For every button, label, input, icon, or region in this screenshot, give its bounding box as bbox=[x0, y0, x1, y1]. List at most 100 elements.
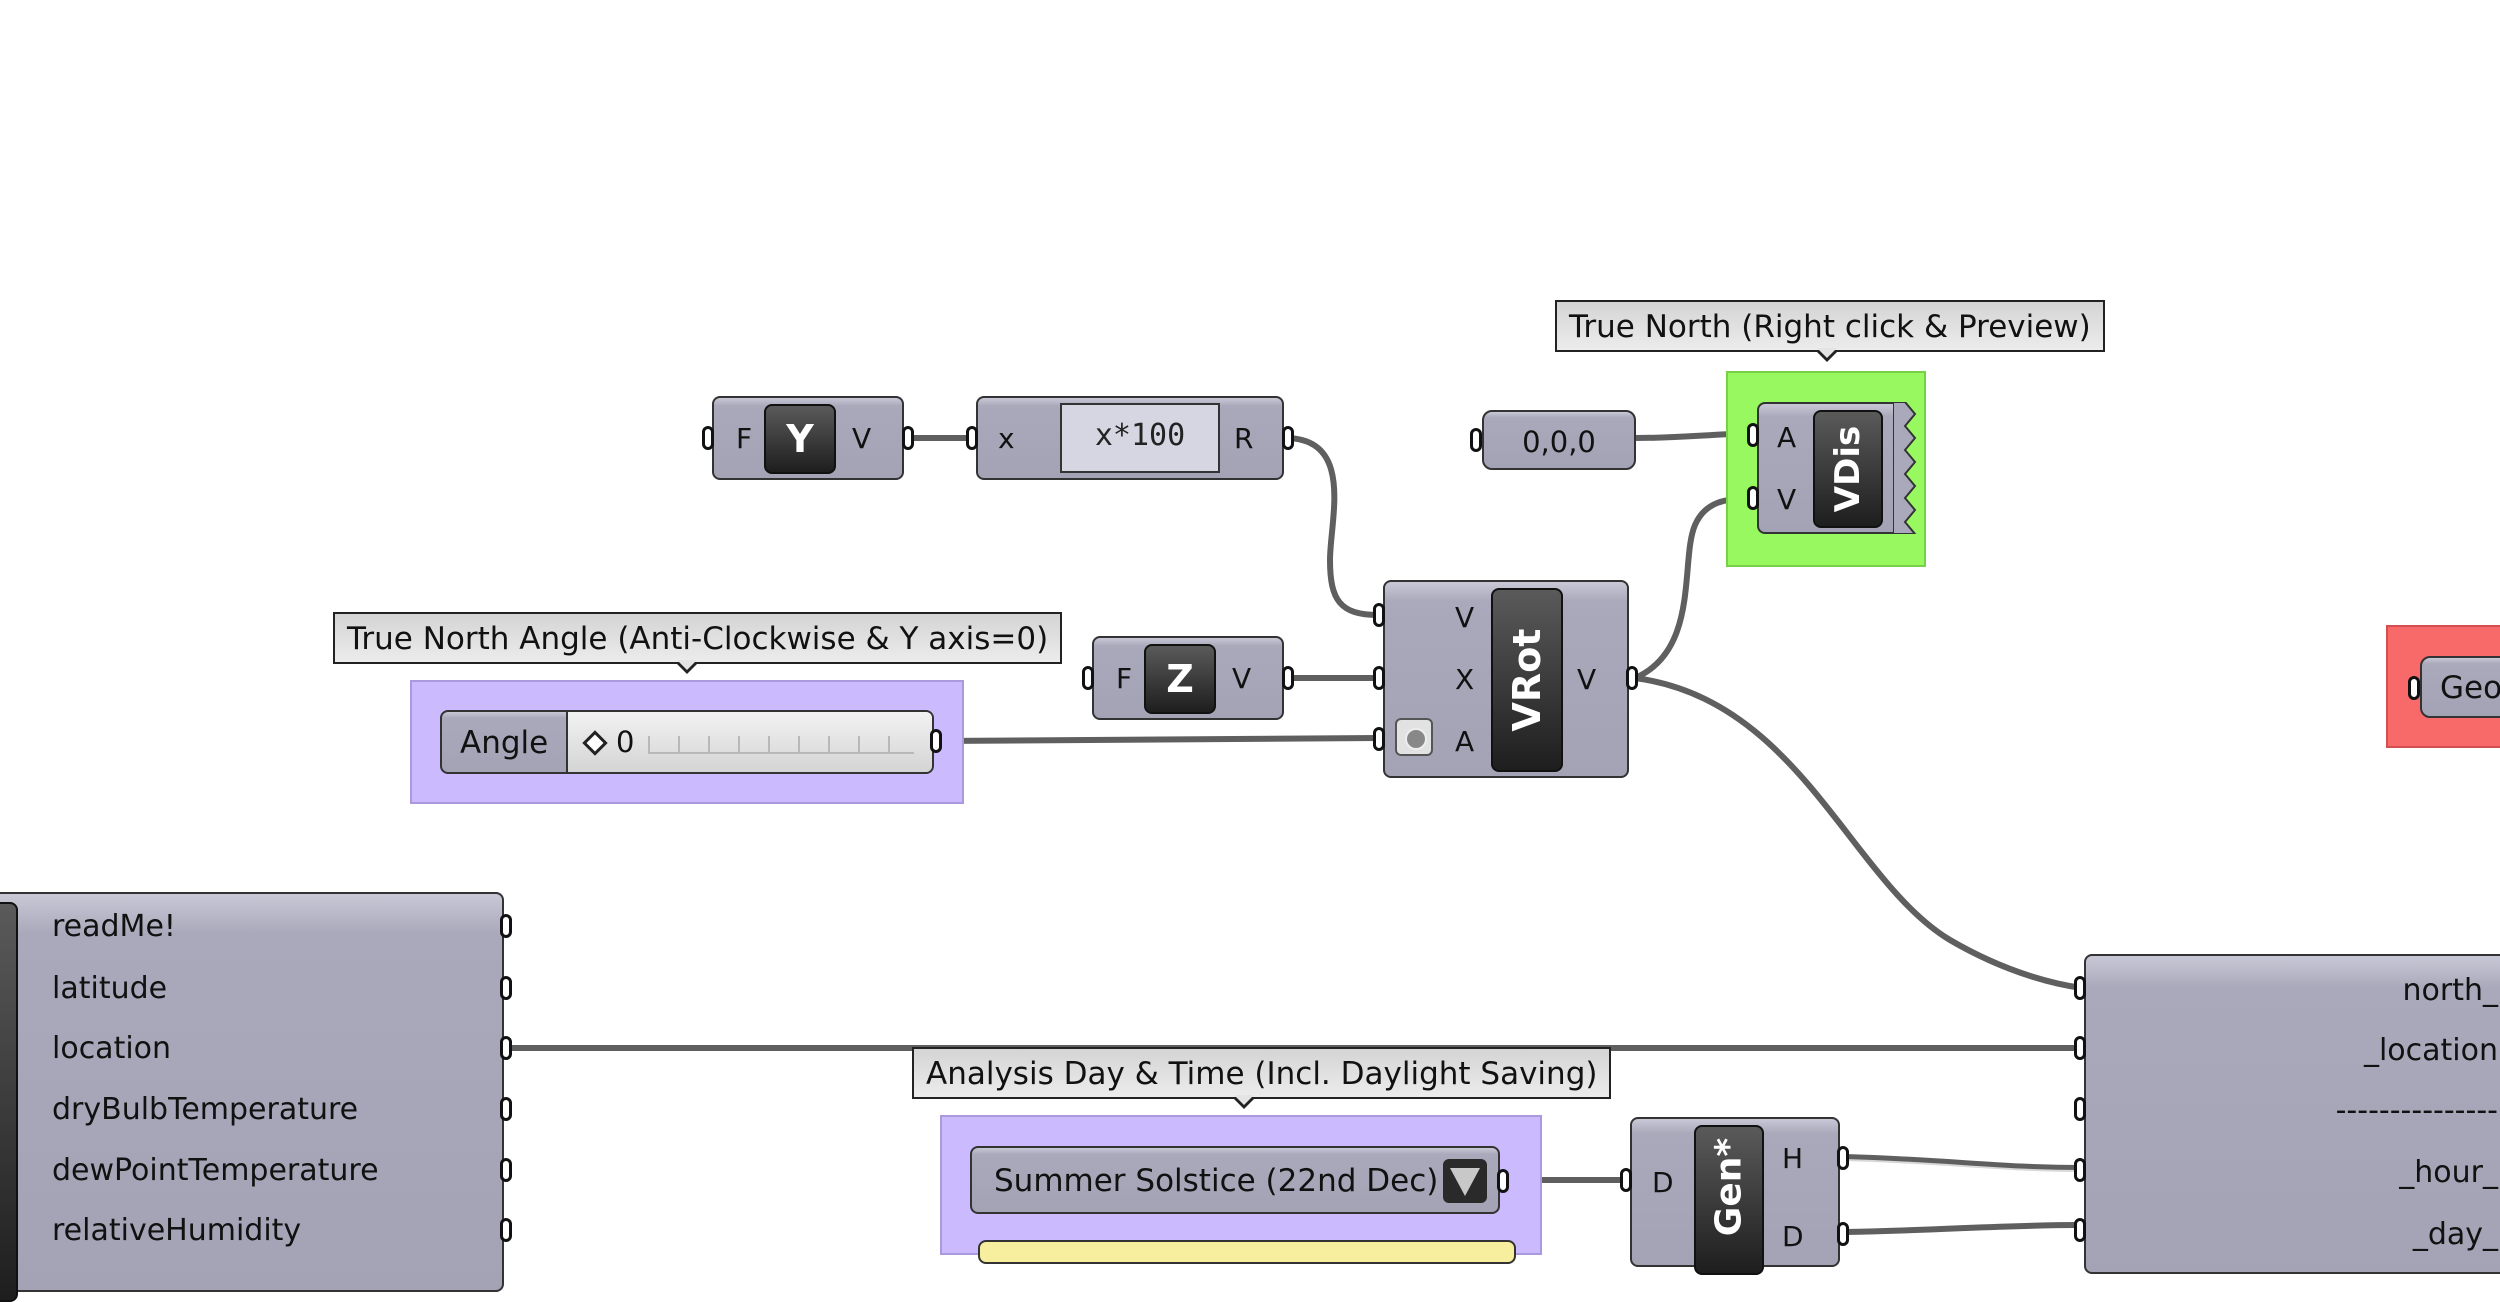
tooltip-text: True North Angle (Anti-Clockwise & Y axi… bbox=[347, 621, 1049, 657]
vector-display-component[interactable]: A V VDis bbox=[1757, 402, 1897, 534]
import-epw-component[interactable]: readMe! latitude location dryBulbTempera… bbox=[0, 892, 504, 1302]
geometry-input-port[interactable] bbox=[2408, 676, 2420, 700]
unit-y-icon: Y bbox=[764, 404, 836, 474]
date-gen-name-block: Gen* bbox=[1694, 1125, 1764, 1275]
dropdown-value: Summer Solstice (22nd Dec) bbox=[994, 1163, 1439, 1199]
input-day: _day_ bbox=[2412, 1217, 2498, 1252]
vrot-name-block: VRot bbox=[1491, 588, 1563, 772]
slider-value: 0 bbox=[616, 725, 635, 759]
unit-y-input-port[interactable] bbox=[702, 426, 714, 450]
tooltip-true-north-preview: True North (Right click & Preview) bbox=[1555, 300, 2105, 362]
output-label: V bbox=[1232, 662, 1252, 695]
input-v-label: V bbox=[1777, 483, 1797, 516]
angle-slider-output-port[interactable] bbox=[930, 729, 942, 753]
date-gen-output-h-port[interactable] bbox=[1837, 1146, 1849, 1170]
input-label: F bbox=[1116, 662, 1133, 695]
input-a-label: A bbox=[1455, 725, 1475, 758]
output-dew-point: dewPointTemperature bbox=[52, 1153, 379, 1188]
wire-vrot-to-north bbox=[1632, 675, 2085, 991]
output-label: V bbox=[1577, 663, 1597, 696]
unit-z-input-port[interactable] bbox=[1082, 666, 1094, 690]
input-separator: --------------- bbox=[2335, 1093, 2498, 1128]
vdis-input-a-port[interactable] bbox=[1747, 423, 1759, 447]
vrot-input-a-port[interactable] bbox=[1373, 727, 1385, 751]
wire-hour-a bbox=[1842, 1154, 2085, 1171]
epw-port-relative-humidity[interactable] bbox=[500, 1218, 512, 1242]
unit-z-component[interactable]: F Z V bbox=[1092, 636, 1284, 720]
wire-vrot-to-vdis-v bbox=[1632, 495, 1758, 681]
angle-slider[interactable]: Angle 0 bbox=[440, 710, 934, 774]
tooltip-true-north-angle: True North Angle (Anti-Clockwise & Y axi… bbox=[333, 612, 1063, 674]
output-label: R bbox=[1234, 422, 1254, 455]
wire-angle-to-vrot-a bbox=[934, 735, 1381, 744]
output-relative-humidity: relativeHumidity bbox=[52, 1213, 302, 1248]
unit-y-output-port[interactable] bbox=[902, 426, 914, 450]
output-location: location bbox=[52, 1031, 172, 1066]
vdis-zigzag-edge bbox=[1893, 402, 1917, 534]
angle-param-icon bbox=[1395, 718, 1433, 756]
geometry-param[interactable]: Geon bbox=[2420, 656, 2500, 718]
input-label: x bbox=[998, 422, 1015, 455]
tooltip-text: True North (Right click & Preview) bbox=[1569, 309, 2091, 345]
expression-output-port[interactable] bbox=[1282, 426, 1294, 450]
tooltip-analysis-day: Analysis Day & Time (Incl. Daylight Savi… bbox=[912, 1047, 1612, 1109]
sunpath-component[interactable]: north_ _location --------------- _hour_ … bbox=[2084, 954, 2500, 1274]
input-hour: _hour_ bbox=[2399, 1155, 2498, 1190]
point-param[interactable]: 0,0,0 bbox=[1482, 410, 1636, 470]
slider-label-box: Angle bbox=[442, 712, 568, 772]
input-location: _location bbox=[2363, 1033, 2498, 1068]
day-dropdown-output-port[interactable] bbox=[1497, 1169, 1509, 1193]
point-value: 0,0,0 bbox=[1522, 425, 1596, 459]
output-label: V bbox=[852, 422, 872, 455]
expression-component[interactable]: x x*100 R bbox=[976, 396, 1284, 480]
vdis-name-block: VDis bbox=[1813, 410, 1883, 528]
output-h-label: H bbox=[1782, 1142, 1804, 1175]
tooltip-text: Analysis Day & Time (Incl. Daylight Savi… bbox=[926, 1056, 1598, 1092]
geometry-label: Geon bbox=[2440, 670, 2500, 706]
input-a-label: A bbox=[1777, 421, 1797, 454]
sunpath-port-separator[interactable] bbox=[2074, 1097, 2086, 1121]
second-dropdown-partial[interactable] bbox=[978, 1240, 1516, 1264]
output-d-label: D bbox=[1782, 1220, 1804, 1253]
input-north: north_ bbox=[2402, 973, 2498, 1008]
wire-expression-to-vrot-v bbox=[1282, 435, 1381, 618]
input-x-label: X bbox=[1455, 663, 1475, 696]
input-label: F bbox=[736, 422, 753, 455]
vdis-input-v-port[interactable] bbox=[1747, 486, 1759, 510]
chevron-down-icon[interactable] bbox=[1442, 1158, 1488, 1204]
input-v-label: V bbox=[1455, 601, 1475, 634]
epw-port-dry-bulb[interactable] bbox=[500, 1097, 512, 1121]
sunpath-port-hour[interactable] bbox=[2074, 1158, 2086, 1182]
slider-track[interactable]: 0 bbox=[568, 712, 932, 772]
date-gen-component[interactable]: D Gen* H D bbox=[1630, 1117, 1840, 1275]
sunpath-port-location[interactable] bbox=[2074, 1036, 2086, 1060]
vector-rotate-component[interactable]: V X A VRot V bbox=[1383, 580, 1629, 778]
output-latitude: latitude bbox=[52, 971, 168, 1006]
date-gen-output-d-port[interactable] bbox=[1837, 1222, 1849, 1246]
vrot-output-port[interactable] bbox=[1626, 666, 1638, 690]
unit-y-component[interactable]: F Y V bbox=[712, 396, 904, 480]
wire-layer bbox=[505, 430, 2085, 1235]
date-gen-input-port[interactable] bbox=[1620, 1168, 1632, 1192]
output-dry-bulb: dryBulbTemperature bbox=[52, 1092, 359, 1127]
vrot-input-v-port[interactable] bbox=[1373, 603, 1385, 627]
epw-port-readme[interactable] bbox=[500, 914, 512, 938]
slider-grip-icon[interactable] bbox=[582, 730, 608, 756]
expression-input-port[interactable] bbox=[966, 426, 978, 450]
input-d-label: D bbox=[1652, 1166, 1674, 1199]
point-input-port[interactable] bbox=[1470, 428, 1482, 452]
sunpath-port-north[interactable] bbox=[2074, 976, 2086, 1000]
epw-port-location[interactable] bbox=[500, 1036, 512, 1060]
sunpath-port-day[interactable] bbox=[2074, 1218, 2086, 1242]
output-readme: readMe! bbox=[52, 909, 176, 944]
epw-port-latitude[interactable] bbox=[500, 976, 512, 1000]
unit-z-output-port[interactable] bbox=[1282, 666, 1294, 690]
import-epw-name-block bbox=[0, 902, 18, 1302]
epw-port-dew-point[interactable] bbox=[500, 1158, 512, 1182]
expression-text[interactable]: x*100 bbox=[1060, 403, 1220, 473]
vrot-input-x-port[interactable] bbox=[1373, 666, 1385, 690]
slider-label: Angle bbox=[460, 725, 549, 761]
slider-ticks bbox=[648, 736, 914, 754]
unit-z-icon: Z bbox=[1144, 644, 1216, 714]
day-dropdown[interactable]: Summer Solstice (22nd Dec) bbox=[970, 1146, 1500, 1214]
